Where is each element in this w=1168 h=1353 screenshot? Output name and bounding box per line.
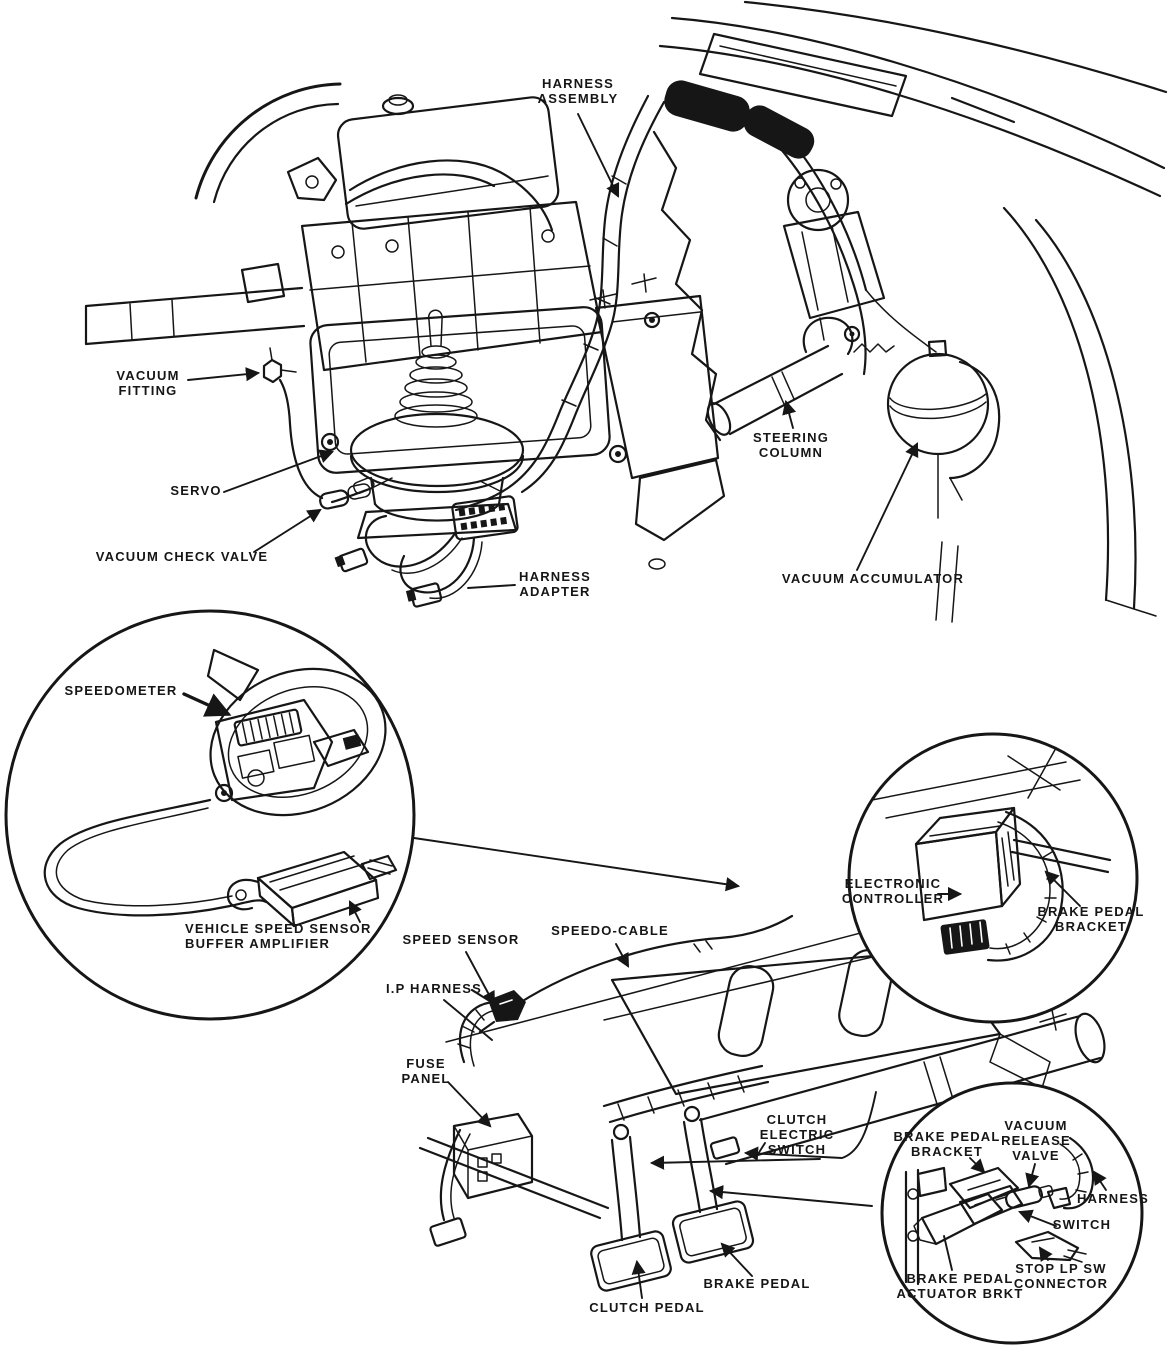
label-line: I.P HARNESS [385,981,483,996]
controller-inset [847,732,1139,1024]
frame-rail [84,262,306,346]
label-switch: SWITCH [1053,1217,1111,1232]
label-speed-sensor: SPEED SENSOR [403,932,520,947]
label-brake-pedal: BRAKE PEDAL [703,1276,810,1291]
label-line: ELECTRONIC [844,876,942,891]
label-line: RELEASE [1001,1133,1071,1148]
label-line: ACTUATOR BRKT [896,1286,1024,1301]
label-line: VACUUM CHECK VALVE [95,549,269,564]
label-line: ADAPTER [519,584,591,599]
label-line: CLUTCH [766,1112,828,1127]
label-line: BRAKE PEDAL [906,1271,1014,1286]
brake-pedal-part [671,1105,755,1264]
label-line: FITTING [118,383,178,398]
label-ip-harness: I.P HARNESS [386,981,482,996]
label-line: SPEED SENSOR [402,932,520,947]
vacuum-fitting-part [262,347,297,384]
label-stop-lp-sw-connector: STOP LP SW CONNECTOR [1014,1261,1108,1291]
label-line: ASSEMBLY [537,91,619,106]
label-harness-assembly: HARNESS ASSEMBLY [538,76,619,106]
label-vacuum-fitting: VACUUM FITTING [116,368,179,398]
clutch-switch-part [709,1136,741,1160]
label-harness-adapter: HARNESS ADAPTER [519,569,591,599]
hood-cowl-lines [658,0,1168,623]
label-line: VALVE [1012,1148,1060,1163]
label-line: BRAKE PEDAL [1037,904,1145,919]
label-clutch-pedal: CLUTCH PEDAL [589,1300,705,1315]
servo-unit [349,309,525,540]
harness-adapter-connector [334,495,519,608]
speedo-cable-part [504,914,794,1014]
steering-column-lower [602,1009,1106,1166]
label-line: COLUMN [758,445,824,460]
label-brake-pedal-actuator-brkt: BRAKE PEDAL ACTUATOR BRKT [896,1271,1023,1301]
label-brake-pedal-bracket-switch-inset: BRAKE PEDAL BRACKET [893,1129,1000,1159]
label-speedo-cable: SPEEDO-CABLE [551,923,669,938]
ip-harness-loom [429,1000,499,1247]
label-fuse-panel: FUSE PANEL [401,1056,450,1086]
label-line: CONTROLLER [841,891,945,906]
vacuum-check-valve-part [278,378,374,510]
label-vacuum-accumulator: VACUUM ACCUMULATOR [782,571,964,586]
label-line: HARNESS [519,569,591,584]
label-steering-column: STEERING COLUMN [753,430,829,460]
label-line: CONNECTOR [1013,1276,1109,1291]
switch-inset [880,1081,1144,1345]
label-line: BRACKET [1055,919,1127,934]
label-line: VACUUM ACCUMULATOR [781,571,965,586]
fuse-panel-box [452,1112,534,1200]
label-line: STOP LP SW [1015,1261,1107,1276]
label-line: SWITCH [767,1142,827,1157]
label-line: BRAKE PEDAL [703,1276,811,1291]
label-line: SPEEDO-CABLE [551,923,669,938]
clutch-pedal-part [590,1123,672,1292]
label-line: SWITCH [1052,1217,1112,1232]
label-buffer-amplifier: VEHICLE SPEED SENSOR BUFFER AMPLIFIER [185,921,372,951]
leader-lines [182,113,1107,1299]
air-cleaner [194,82,342,204]
label-harness-switch-inset: HARNESS [1077,1191,1149,1206]
speed-sensor-part [470,988,526,1034]
label-electronic-controller: ELECTRONIC CONTROLLER [842,876,944,906]
label-line: HARNESS [1077,1191,1149,1206]
label-speedometer: SPEEDOMETER [65,683,178,698]
mounting-bracket [309,294,726,570]
label-line: VEHICLE SPEED SENSOR [185,921,372,936]
speedometer-inset [4,609,416,1021]
label-line: VACUUM [1004,1118,1068,1133]
harness-assembly-cable [454,80,937,512]
label-servo: SERVO [170,483,221,498]
label-line: PANEL [401,1071,451,1086]
label-vacuum-release-valve: VACUUM RELEASE VALVE [1001,1118,1071,1163]
label-line: HARNESS [542,76,614,91]
label-brake-pedal-bracket-controller: BRAKE PEDAL BRACKET [1037,904,1144,934]
label-line: ELECTRIC [759,1127,835,1142]
label-vacuum-check-valve: VACUUM CHECK VALVE [96,549,269,564]
label-line: SERVO [170,483,222,498]
label-clutch-electric-switch: CLUTCH ELECTRIC SWITCH [760,1112,835,1157]
label-line: SPEEDOMETER [64,683,178,698]
label-line: BRAKE PEDAL [893,1129,1001,1144]
vacuum-accumulator-part [886,339,1001,519]
distributor-unit [782,168,886,341]
label-line: BRACKET [911,1144,983,1159]
label-line: VACUUM [116,368,180,383]
label-line: FUSE [406,1056,446,1071]
label-line: STEERING [752,430,830,445]
label-line: BUFFER AMPLIFIER [185,936,331,951]
label-line: CLUTCH PEDAL [589,1300,705,1315]
